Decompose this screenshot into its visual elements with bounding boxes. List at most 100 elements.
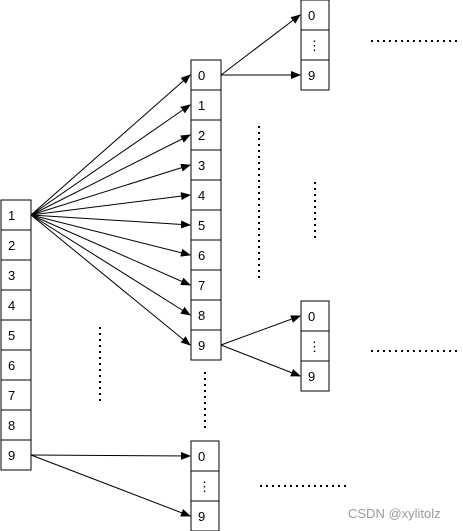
horizontal-ellipsis bbox=[296, 485, 298, 487]
vertical-ellipsis bbox=[99, 381, 101, 383]
root-cell-label: 1 bbox=[8, 208, 15, 223]
horizontal-ellipsis bbox=[449, 350, 451, 352]
arrow-root-to-second bbox=[30, 214, 191, 316]
second-cell-label: 4 bbox=[198, 188, 205, 203]
bottom-cell-label: 9 bbox=[198, 509, 205, 524]
second-cell-label: 0 bbox=[198, 68, 205, 83]
arrows-group bbox=[30, 14, 301, 517]
third-top-cell bbox=[300, 59, 330, 91]
arrow-root-to-second bbox=[30, 74, 191, 216]
third-top-cell-label: ⋮ bbox=[308, 38, 321, 53]
vertical-ellipsis bbox=[258, 264, 260, 266]
horizontal-ellipsis bbox=[284, 485, 286, 487]
arrow-second-to-third-mid bbox=[220, 315, 301, 346]
bottom-cell bbox=[190, 500, 220, 531]
root-cell bbox=[0, 439, 32, 471]
third-top-cell bbox=[300, 0, 330, 31]
vertical-ellipsis bbox=[204, 414, 206, 416]
vertical-ellipsis bbox=[258, 240, 260, 242]
horizontal-ellipsis bbox=[320, 485, 322, 487]
arrow-root-to-bottom bbox=[30, 454, 191, 517]
third-top-cell-label: 9 bbox=[308, 68, 315, 83]
third-mid-cell-label: 0 bbox=[308, 309, 315, 324]
second-cell bbox=[190, 299, 222, 331]
vertical-ellipsis bbox=[99, 387, 101, 389]
vertical-ellipsis bbox=[204, 408, 206, 410]
horizontal-ellipsis bbox=[395, 350, 397, 352]
root-cell bbox=[0, 319, 32, 351]
vertical-ellipsis bbox=[258, 180, 260, 182]
vertical-ellipsis bbox=[314, 236, 316, 238]
vertical-ellipsis bbox=[204, 372, 206, 374]
horizontal-ellipsis bbox=[437, 350, 439, 352]
root-cell-label: 5 bbox=[8, 328, 15, 343]
second-cell-label: 1 bbox=[198, 98, 205, 113]
vertical-ellipsis bbox=[314, 188, 316, 190]
horizontal-ellipsis bbox=[332, 485, 334, 487]
vertical-ellipsis bbox=[258, 144, 260, 146]
root-cell-label: 7 bbox=[8, 388, 15, 403]
horizontal-ellipsis bbox=[308, 485, 310, 487]
horizontal-ellipsis bbox=[272, 485, 274, 487]
root-cell-label: 9 bbox=[8, 448, 15, 463]
horizontal-ellipsis bbox=[377, 350, 379, 352]
vertical-ellipsis bbox=[99, 375, 101, 377]
vertical-ellipsis bbox=[314, 194, 316, 196]
horizontal-ellipsis bbox=[443, 350, 445, 352]
horizontal-ellipsis bbox=[407, 350, 409, 352]
bottom-cell bbox=[190, 440, 220, 472]
arrow-root-to-second bbox=[30, 214, 191, 257]
root-cell-label: 3 bbox=[8, 268, 15, 283]
horizontal-ellipsis bbox=[260, 485, 262, 487]
vertical-ellipsis bbox=[99, 351, 101, 353]
watermark: CSDN @xylitolz bbox=[348, 506, 441, 521]
third-mid-cell bbox=[300, 360, 330, 392]
horizontal-ellipsis bbox=[413, 40, 415, 42]
vertical-ellipsis bbox=[99, 363, 101, 365]
vertical-ellipsis bbox=[314, 200, 316, 202]
horizontal-ellipsis bbox=[455, 40, 457, 42]
third-mid-cell-label: 9 bbox=[308, 369, 315, 384]
vertical-ellipsis bbox=[204, 402, 206, 404]
root-cell bbox=[0, 199, 32, 231]
vertical-ellipsis bbox=[258, 210, 260, 212]
horizontal-ellipsis bbox=[314, 485, 316, 487]
horizontal-ellipsis bbox=[431, 40, 433, 42]
vertical-ellipsis bbox=[204, 396, 206, 398]
vertical-ellipsis bbox=[314, 218, 316, 220]
root-cell bbox=[0, 229, 32, 261]
vertical-ellipsis bbox=[258, 258, 260, 260]
second-cell bbox=[190, 149, 222, 181]
horizontal-ellipsis bbox=[326, 485, 328, 487]
vertical-ellipsis bbox=[99, 357, 101, 359]
horizontal-ellipsis bbox=[419, 40, 421, 42]
vertical-ellipsis bbox=[258, 186, 260, 188]
arrow-root-to-bottom bbox=[30, 451, 191, 460]
horizontal-ellipsis bbox=[395, 40, 397, 42]
horizontal-ellipsis bbox=[401, 40, 403, 42]
second-cell-label: 8 bbox=[198, 308, 205, 323]
vertical-ellipsis bbox=[314, 182, 316, 184]
vertical-ellipsis bbox=[258, 156, 260, 158]
root-cell bbox=[0, 259, 32, 291]
vertical-ellipsis bbox=[314, 224, 316, 226]
second-cell-label: 5 bbox=[198, 218, 205, 233]
arrow-root-to-second bbox=[30, 214, 191, 346]
root-cell bbox=[0, 379, 32, 411]
horizontal-ellipsis bbox=[371, 350, 373, 352]
vertical-ellipsis bbox=[204, 426, 206, 428]
second-cell-label: 9 bbox=[198, 338, 205, 353]
second-cell bbox=[190, 209, 222, 241]
vertical-ellipsis bbox=[258, 246, 260, 248]
horizontal-ellipsis bbox=[338, 485, 340, 487]
arrow-root-to-second bbox=[30, 192, 191, 216]
bottom-array: 0⋮9 bbox=[190, 440, 220, 531]
horizontal-ellipsis bbox=[437, 40, 439, 42]
horizontal-ellipsis bbox=[449, 40, 451, 42]
second-cell-label: 7 bbox=[198, 278, 205, 293]
root-cell-label: 4 bbox=[8, 298, 15, 313]
root-cell bbox=[0, 349, 32, 381]
vertical-ellipsis bbox=[258, 162, 260, 164]
second-cell-label: 3 bbox=[198, 158, 205, 173]
